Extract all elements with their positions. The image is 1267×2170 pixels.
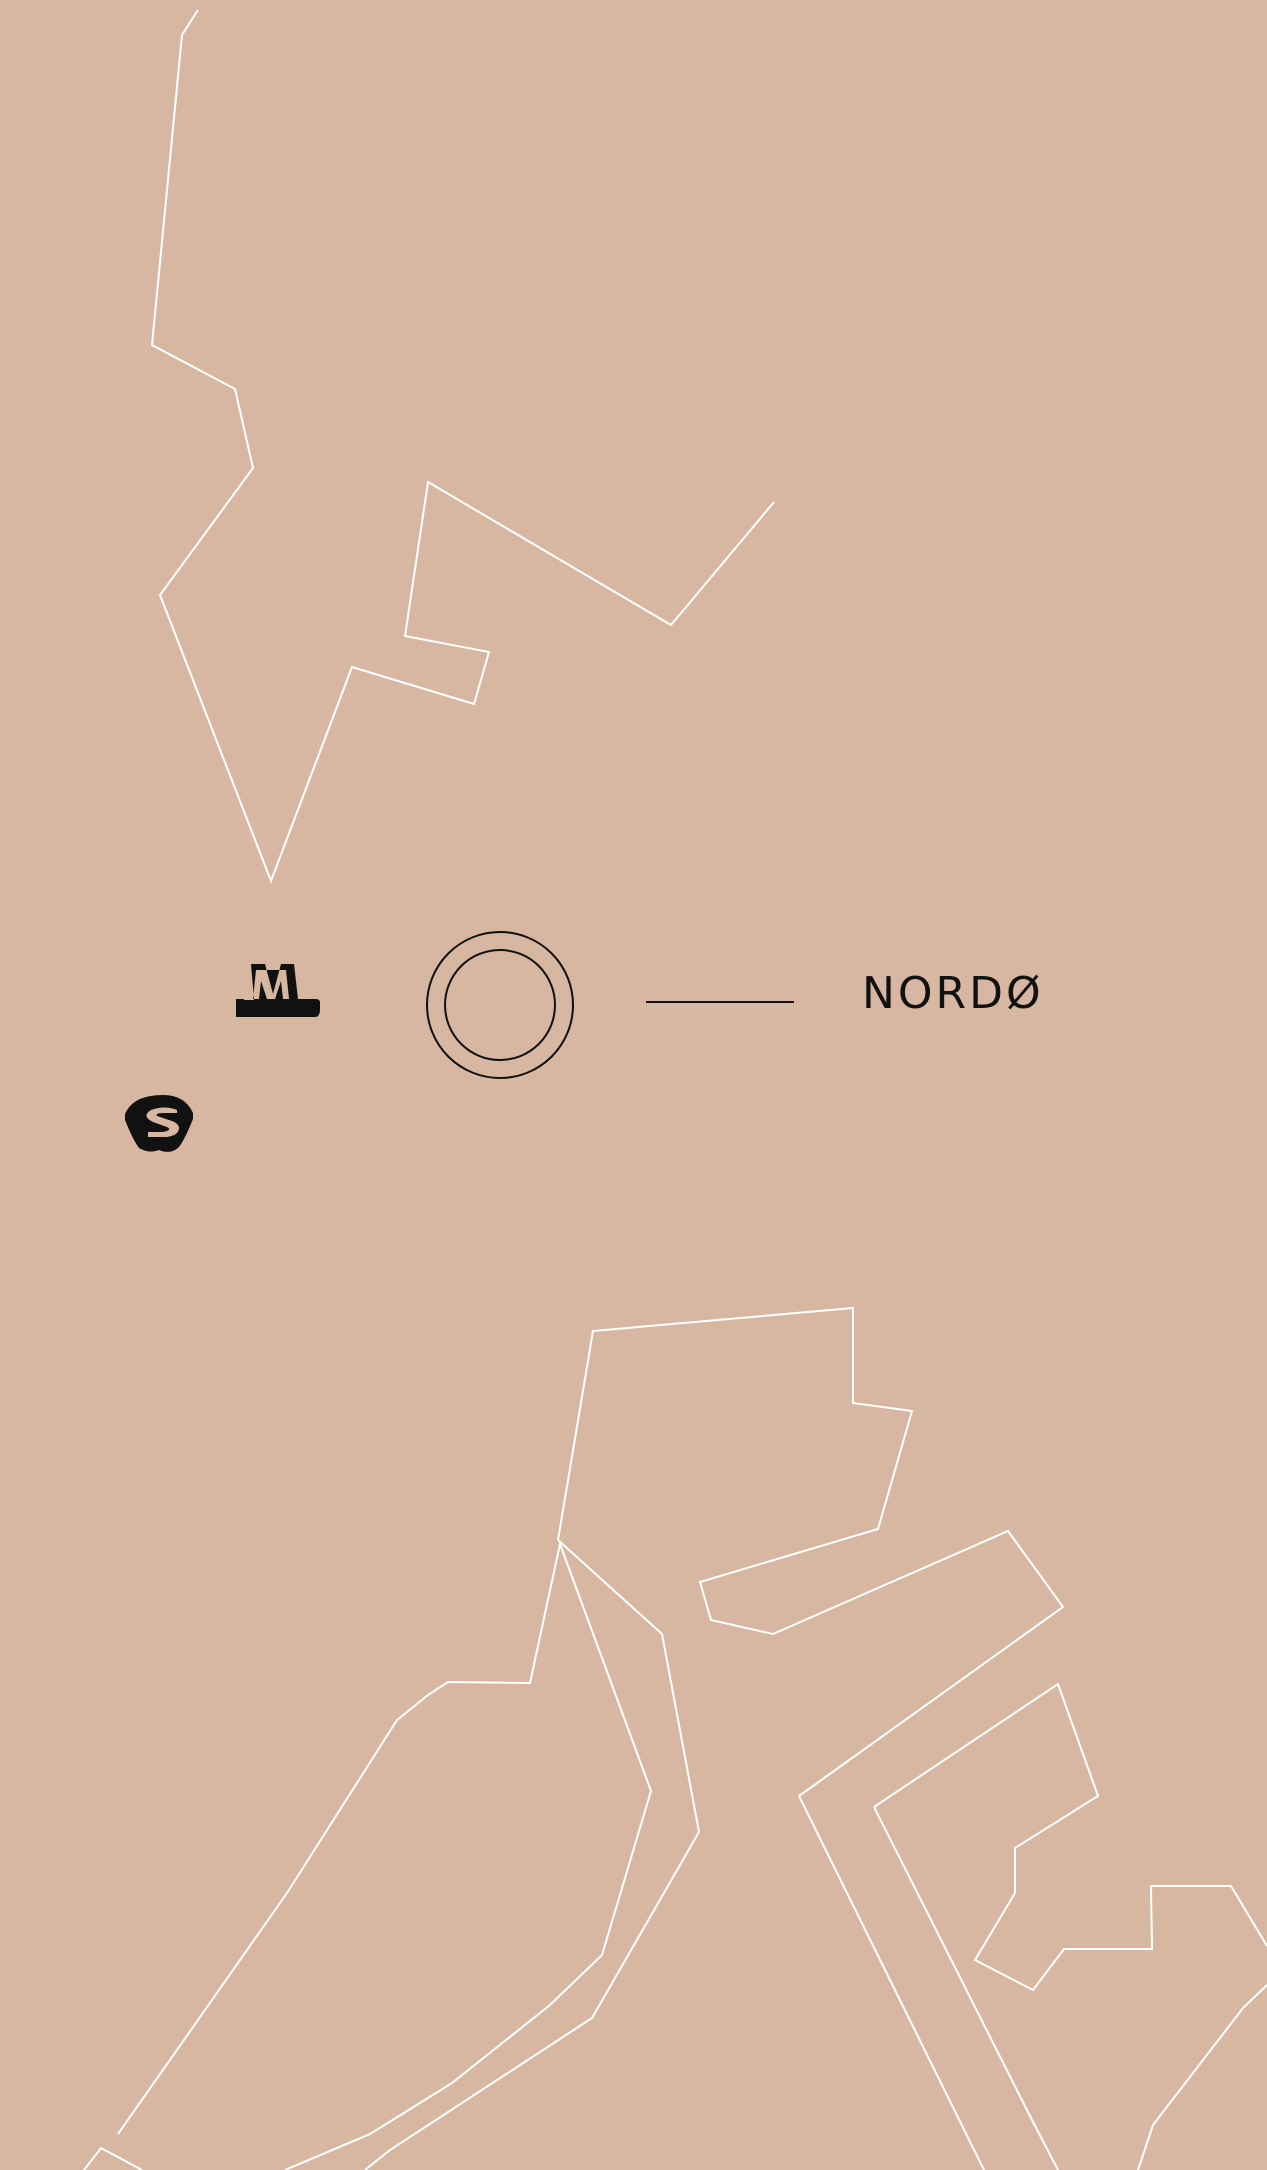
harbour-pier-center [557,1306,1065,2170]
harbour-pier-tip [364,1539,701,2170]
metro-m-icon[interactable] [236,964,320,1017]
coastline-northwest [150,9,775,884]
place-label-nordo: NORDØ [862,968,1044,1019]
harbour-east-quay [1137,1984,1267,2170]
location-ring-icon[interactable] [426,931,574,1079]
harbour-inner-west [117,1540,653,2170]
harbour-south-west-edge [83,2146,143,2170]
harbour-east-inlet [873,1682,1267,1992]
coastline-outlines [83,9,1267,2170]
harbour-east-channel [873,1806,1059,2170]
s-train-icon[interactable] [125,1095,193,1152]
